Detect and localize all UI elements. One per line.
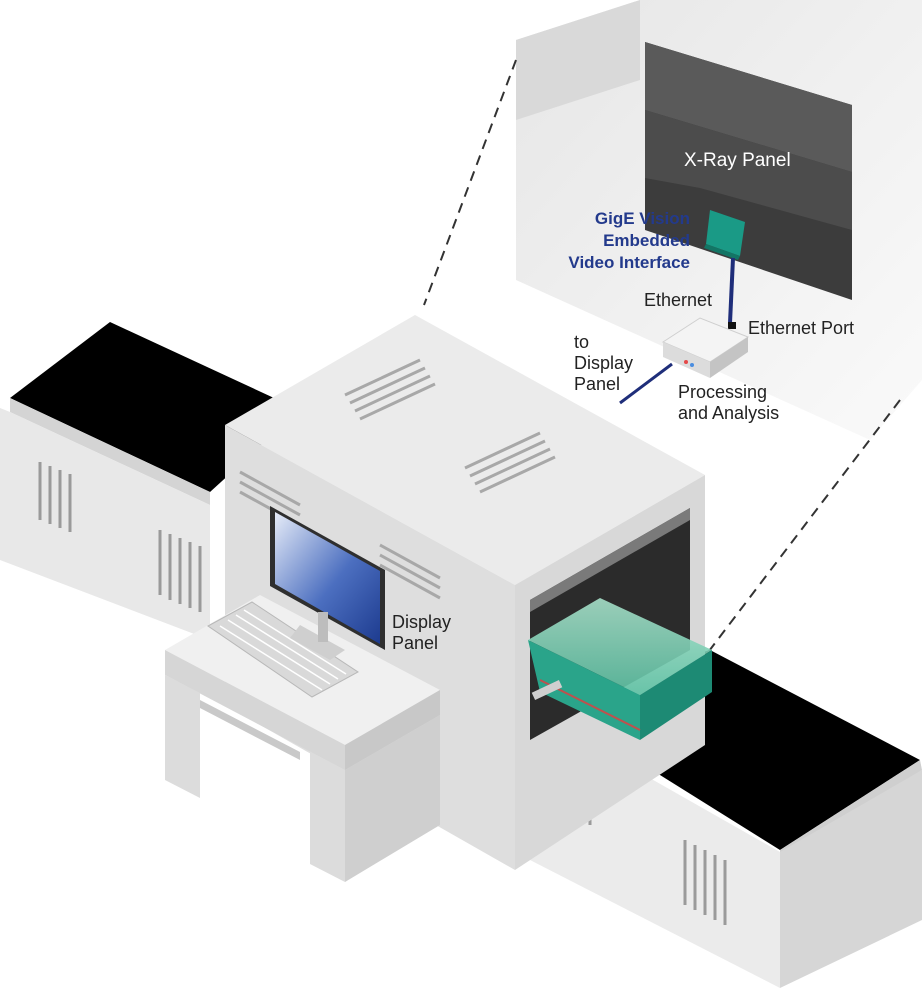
label-to-display-panel: to Display Panel — [574, 332, 634, 394]
label-gige-vision: GigE Vision Embedded Video Interface — [568, 209, 690, 272]
xray-panel — [645, 42, 852, 300]
label-display-panel: Display Panel — [392, 612, 452, 653]
processing-box-icon — [661, 317, 750, 378]
baggage-icon — [528, 598, 712, 740]
interface-board-icon — [704, 210, 745, 260]
label-ethernet: Ethernet — [644, 290, 713, 310]
ethernet-port-icon — [728, 322, 736, 329]
label-processing-analysis: Processing and Analysis — [678, 382, 780, 423]
label-ethernet-port: Ethernet Port — [748, 318, 855, 338]
ethernet-cable — [728, 257, 735, 324]
zoom-dashed-line-right — [705, 399, 901, 656]
zoom-dashed-line-left — [423, 59, 517, 306]
label-xray-panel: X-Ray Panel — [684, 150, 791, 171]
keyboard-icon — [207, 601, 359, 698]
display-cable — [619, 362, 673, 405]
monitor-icon — [270, 506, 385, 660]
